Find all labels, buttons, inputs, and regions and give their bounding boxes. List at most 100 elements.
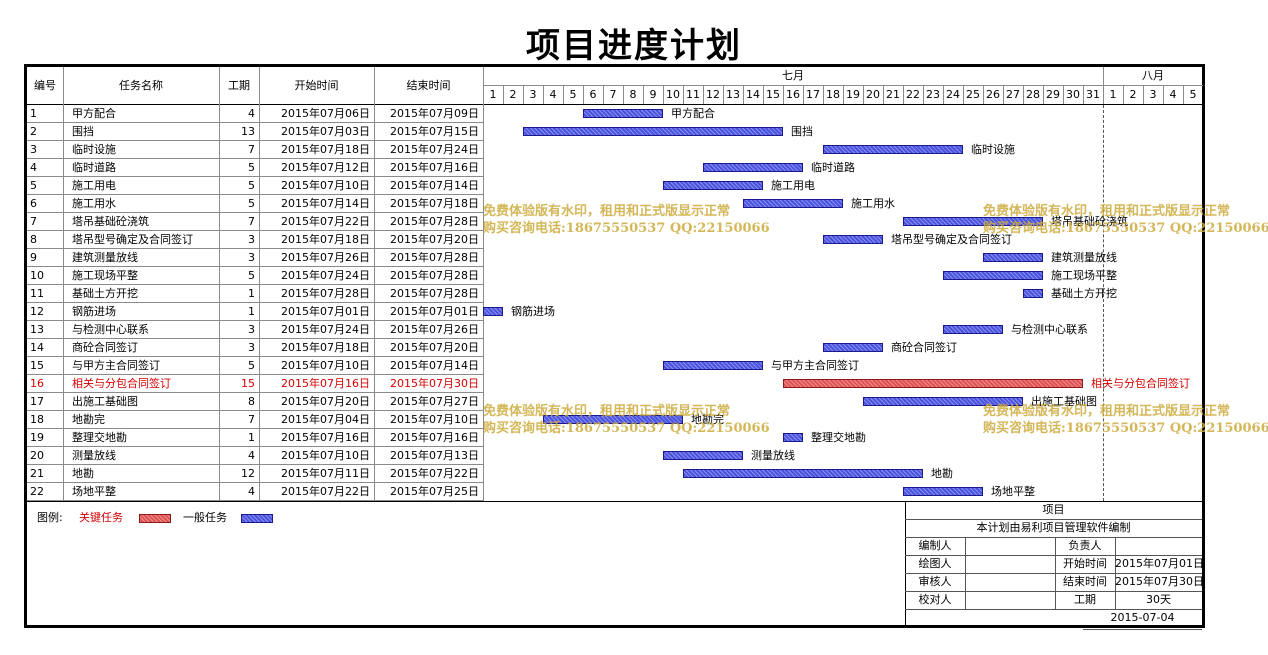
page-title: 项目进度计划 (526, 26, 742, 66)
task-name[interactable]: 相关与分包合同签订 (72, 377, 171, 390)
task-bar[interactable] (823, 235, 883, 244)
task-name[interactable]: 与检测中心联系 (72, 323, 149, 336)
task-name[interactable]: 施工现场平整 (72, 269, 138, 282)
watermark-line1: 免费体验版有水印，租用和正式版显示正常 (483, 404, 731, 419)
task-name[interactable]: 钢筋进场 (72, 305, 116, 318)
task-name[interactable]: 基础土方开挖 (72, 287, 138, 300)
task-bar-label: 临时设施 (971, 143, 1015, 156)
column-divider (483, 67, 484, 501)
info-duration-value: 30天 (1146, 593, 1171, 606)
task-bar[interactable] (663, 451, 743, 460)
task-bar[interactable] (783, 379, 1083, 388)
day-divider (903, 86, 904, 105)
task-bar[interactable] (543, 415, 683, 424)
task-name[interactable]: 塔吊型号确定及合同签订 (72, 233, 193, 246)
task-no: 10 (30, 269, 44, 282)
task-bar[interactable] (983, 253, 1043, 262)
task-name[interactable]: 整理交地勘 (72, 431, 127, 444)
task-bar[interactable] (863, 397, 1023, 406)
task-name[interactable]: 建筑测量放线 (72, 251, 138, 264)
day-number: 5 (569, 88, 577, 101)
watermark-line2: 购买咨询电话:18675550537 QQ:22150066 (983, 221, 1268, 236)
task-bar[interactable] (903, 487, 983, 496)
task-duration: 4 (248, 107, 255, 120)
day-number: 20 (866, 88, 880, 101)
task-name[interactable]: 甲方配合 (72, 107, 116, 120)
task-name[interactable]: 地勘完 (72, 413, 105, 426)
task-bar[interactable] (823, 343, 883, 352)
task-name[interactable]: 测量放线 (72, 449, 116, 462)
task-bar-label: 出施工基础图 (1031, 395, 1097, 408)
info-drawer-value[interactable] (965, 555, 1055, 573)
info-editor-label: 编制人 (918, 539, 952, 552)
task-name[interactable]: 商砼合同签订 (72, 341, 138, 354)
day-divider (803, 86, 804, 105)
task-duration: 7 (248, 143, 255, 156)
day-divider (683, 86, 684, 105)
row-divider (27, 284, 483, 285)
task-bar[interactable] (683, 469, 923, 478)
task-name[interactable]: 与甲方主合同签订 (72, 359, 160, 372)
info-row-line (905, 555, 1202, 556)
row-divider (27, 122, 483, 123)
task-name[interactable]: 塔吊基础砼浇筑 (72, 215, 149, 228)
task-end: 2015年07月28日 (390, 251, 479, 264)
day-number: 25 (966, 88, 980, 101)
task-no: 9 (30, 251, 37, 264)
task-duration: 5 (248, 161, 255, 174)
task-no: 7 (30, 215, 37, 228)
task-bar[interactable] (483, 307, 503, 316)
task-bar[interactable] (583, 109, 663, 118)
task-bar[interactable] (903, 217, 1043, 226)
task-name[interactable]: 临时道路 (72, 161, 116, 174)
row-divider (27, 500, 483, 501)
date-line (1083, 629, 1202, 630)
day-number: 13 (726, 88, 740, 101)
header-month-line (483, 85, 1203, 86)
info-software-note: 本计划由易利项目管理软件编制 (976, 521, 1131, 534)
task-bar[interactable] (703, 163, 803, 172)
task-start: 2015年07月16日 (281, 431, 370, 444)
day-number: 22 (906, 88, 920, 101)
task-name[interactable]: 施工用电 (72, 179, 116, 192)
task-bar[interactable] (943, 271, 1043, 280)
task-end: 2015年07月27日 (390, 395, 479, 408)
task-bar[interactable] (743, 199, 843, 208)
legend-normal-swatch (241, 514, 273, 523)
task-start: 2015年07月22日 (281, 215, 370, 228)
task-start: 2015年07月18日 (281, 143, 370, 156)
task-bar[interactable] (943, 325, 1003, 334)
day-number: 29 (1046, 88, 1060, 101)
header-name: 任务名称 (119, 79, 163, 92)
day-number: 4 (549, 88, 557, 101)
task-bar[interactable] (663, 181, 763, 190)
task-bar[interactable] (1023, 289, 1043, 298)
task-name[interactable]: 场地平整 (72, 485, 116, 498)
info-checker-value[interactable] (965, 591, 1055, 609)
day-number: 23 (926, 88, 940, 101)
day-number: 9 (649, 88, 657, 101)
day-number: 1 (1109, 88, 1117, 101)
task-name[interactable]: 施工用水 (72, 197, 116, 210)
task-name[interactable]: 出施工基础图 (72, 395, 138, 408)
task-end: 2015年07月15日 (390, 125, 479, 138)
info-start-label: 开始时间 (1063, 557, 1107, 570)
task-duration: 13 (241, 125, 255, 138)
task-name[interactable]: 地勘 (72, 467, 94, 480)
task-bar[interactable] (783, 433, 803, 442)
day-divider (783, 86, 784, 105)
task-bar[interactable] (823, 145, 963, 154)
row-divider (27, 140, 483, 141)
day-divider (703, 86, 704, 105)
info-checker-label: 校对人 (918, 593, 952, 606)
task-name[interactable]: 围挡 (72, 125, 94, 138)
info-editor-value[interactable] (965, 537, 1055, 555)
info-owner-label: 负责人 (1068, 539, 1102, 552)
day-divider (963, 86, 964, 105)
info-reviewer-value[interactable] (965, 573, 1055, 591)
task-bar[interactable] (663, 361, 763, 370)
task-name[interactable]: 临时设施 (72, 143, 116, 156)
task-bar[interactable] (523, 127, 783, 136)
day-divider (1163, 86, 1164, 105)
day-number: 8 (629, 88, 637, 101)
